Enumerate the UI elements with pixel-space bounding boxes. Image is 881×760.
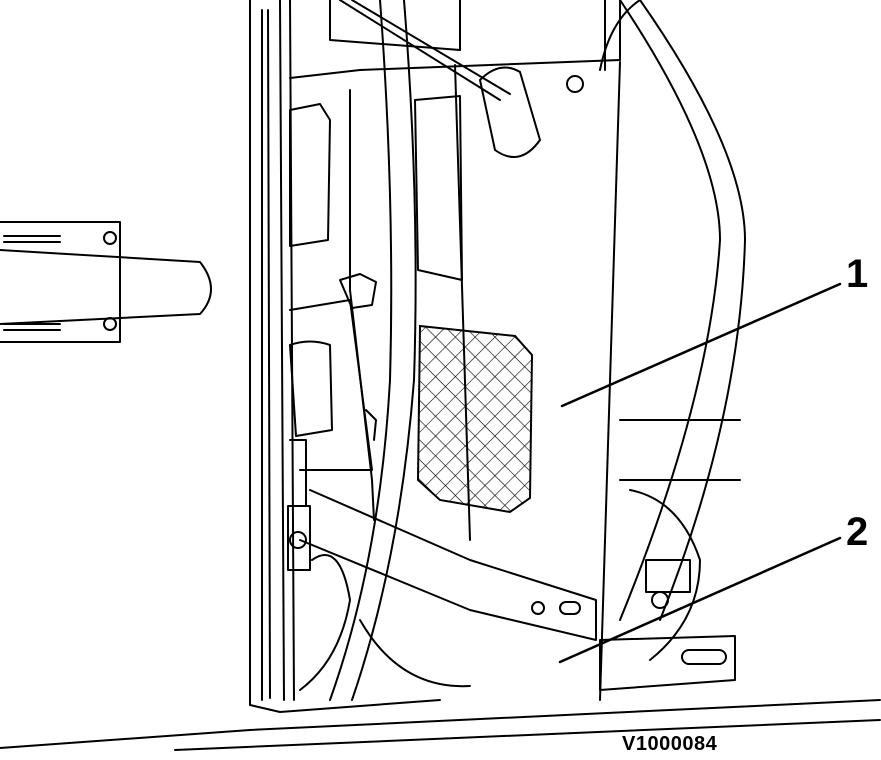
- figure-id: V1000084: [622, 733, 718, 755]
- floor-line: [0, 699, 881, 749]
- right-mechanism: [599, 419, 741, 691]
- left-bracket: [0, 221, 212, 343]
- floor-line-lower: [174, 719, 881, 751]
- lower-bracket: [299, 489, 597, 641]
- callout-label-1: 1: [846, 252, 869, 296]
- mesh-panel: [416, 324, 534, 514]
- curved-seal: [329, 0, 417, 701]
- upper-cable: [339, 0, 501, 101]
- leader-line-1: [560, 282, 842, 408]
- leader-line-2: [558, 536, 842, 664]
- right-hose: [619, 0, 721, 621]
- cable-clip: [479, 66, 541, 159]
- callout-label-2: 2: [846, 510, 869, 554]
- control-rod: [349, 89, 375, 521]
- lower-left-detail: [287, 439, 471, 691]
